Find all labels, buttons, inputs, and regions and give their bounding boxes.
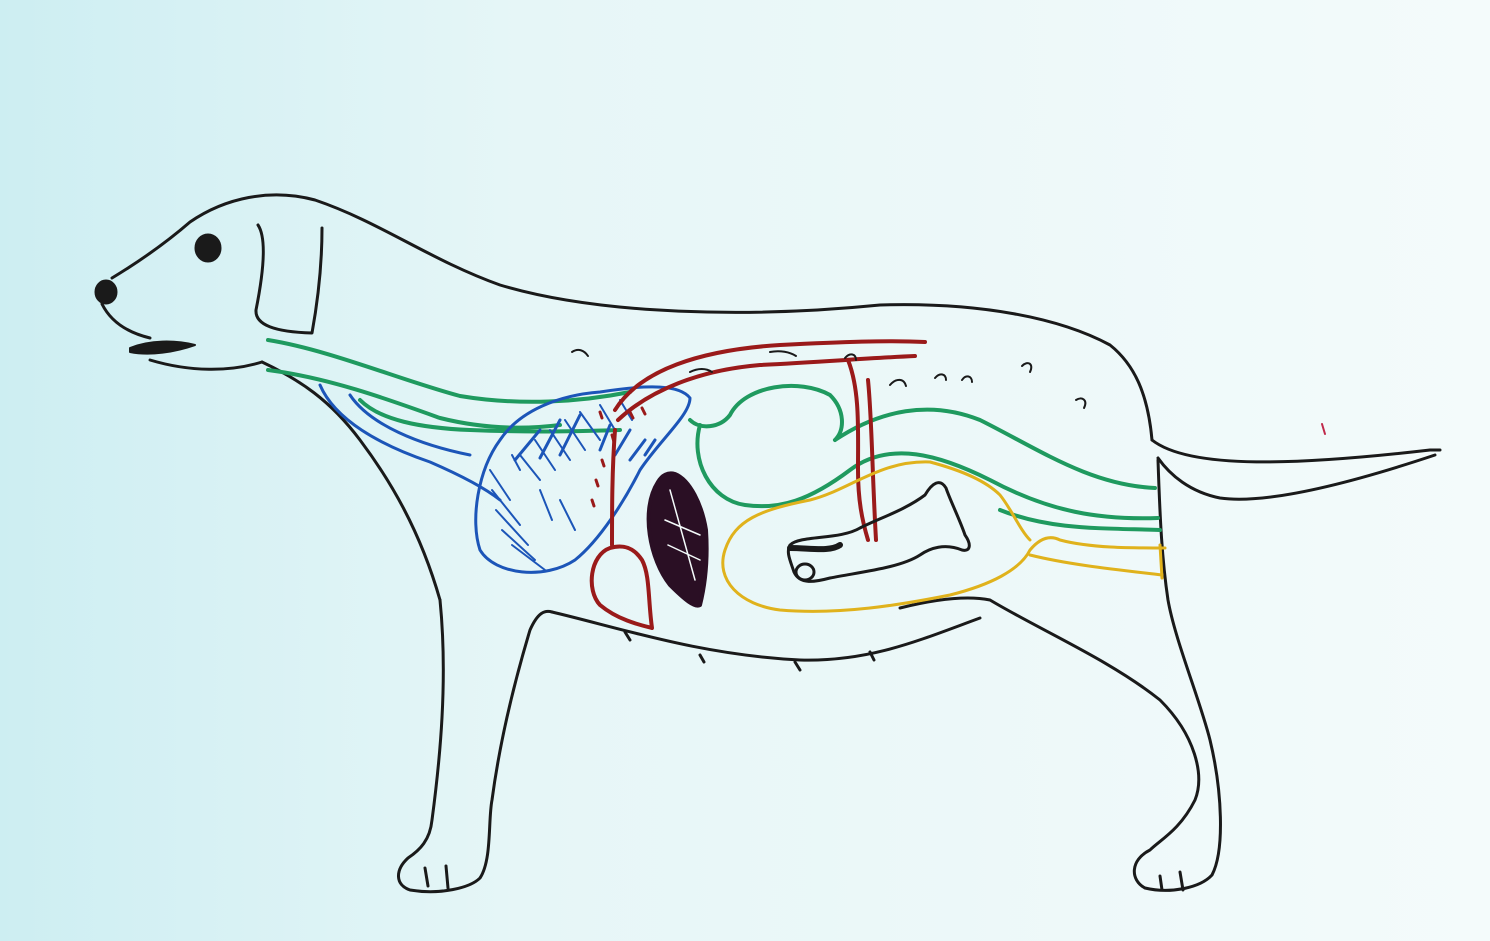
tract-cap: [1160, 545, 1162, 578]
eye: [196, 235, 220, 261]
nose: [96, 281, 116, 303]
